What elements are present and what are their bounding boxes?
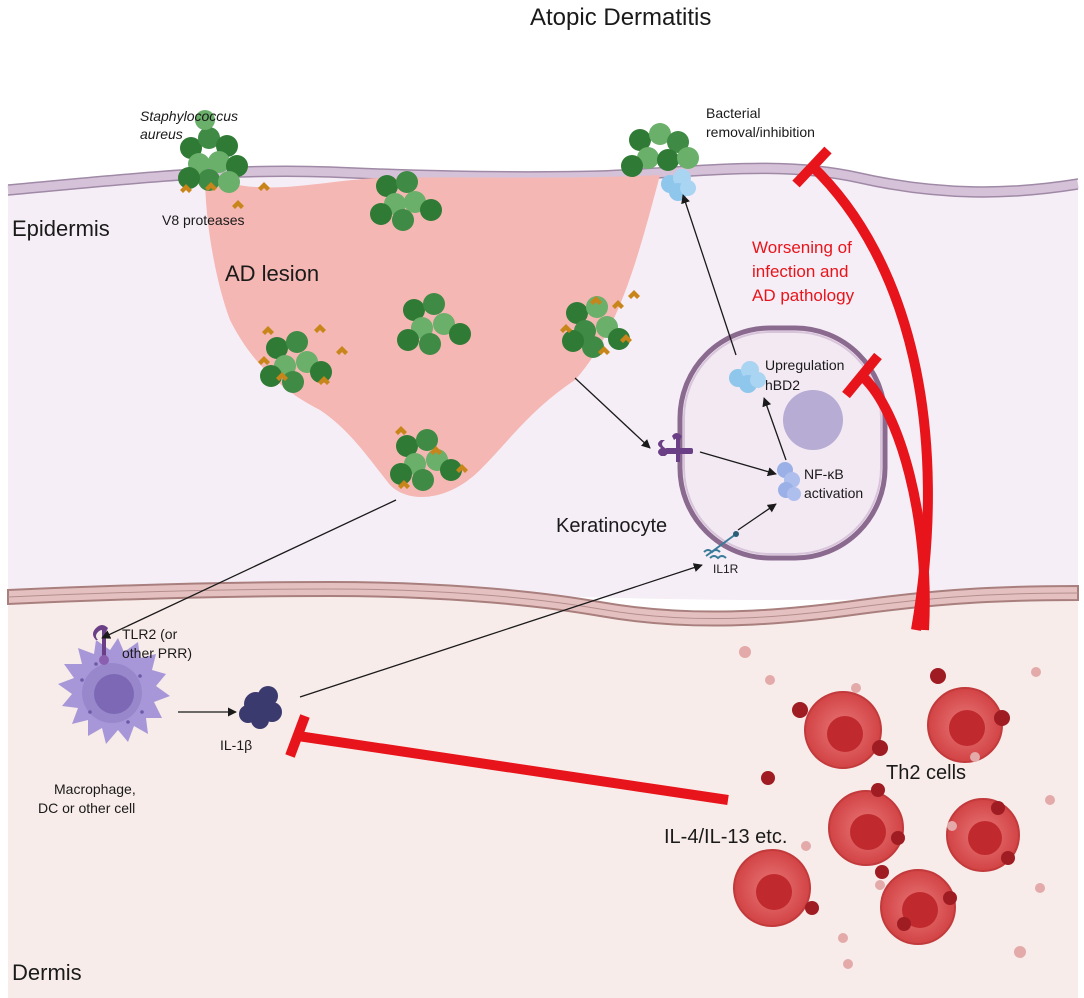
il1r-receptor <box>703 531 739 560</box>
v8-proteases-label: V8 proteases <box>162 212 245 228</box>
ad-lesion-label: AD lesion <box>225 261 320 286</box>
hbd2-inside-cell <box>729 361 766 393</box>
il4-il13-label: IL-4/IL-13 etc. <box>664 826 788 848</box>
v8-protease-markers <box>180 182 640 489</box>
inhibit-line-bacterial <box>808 162 933 631</box>
epidermis-label: Epidermis <box>12 216 110 241</box>
worsening-label-line2: infection and <box>752 262 849 281</box>
il1b-molecule <box>239 686 282 729</box>
inhibition-lines <box>285 146 933 805</box>
th2-cells <box>733 646 1055 969</box>
nucleus <box>783 390 843 450</box>
il1b-label: IL-1β <box>220 737 253 753</box>
staphylococcus-label-line1: Staphylococcus <box>140 108 239 124</box>
worsening-label-line1: Worsening of <box>752 238 852 257</box>
basement-membrane <box>7 580 1079 627</box>
staphylococcus-label-line2: aureus <box>140 126 183 142</box>
tlr2-label-line2: other PRR) <box>122 645 193 661</box>
bacterial-removal-label-line1: Bacterial <box>706 105 761 121</box>
nfkb-label-line1: NF-κB <box>804 466 844 482</box>
worsening-label-line3: AD pathology <box>752 286 855 305</box>
macrophage-cell <box>58 625 170 744</box>
dermis-label: Dermis <box>12 960 82 985</box>
keratinocyte-label: Keratinocyte <box>556 515 668 537</box>
signal-arrows <box>101 194 787 717</box>
upregulation-label-line1: Upregulation <box>765 357 845 373</box>
bacteria-clusters <box>178 110 699 491</box>
tlr2-label-line1: TLR2 (or <box>122 626 178 642</box>
tlr2-receptor-keratinocyte <box>658 433 693 462</box>
th2-cells-label: Th2 cells <box>886 762 967 784</box>
bacterial-removal-label-line2: removal/inhibition <box>706 124 815 140</box>
il1r-label: IL1R <box>713 562 739 576</box>
upregulation-label-line2: hBD2 <box>765 377 801 393</box>
page-title: Atopic Dermatitis <box>530 4 712 31</box>
inhibit-line-il1b <box>297 731 729 805</box>
nfkb-label-line2: activation <box>804 485 864 501</box>
macrophage-label-line1: Macrophage, <box>54 781 136 797</box>
macrophage-label-line2: DC or other cell <box>38 800 136 816</box>
nfkb-complex <box>777 462 801 501</box>
